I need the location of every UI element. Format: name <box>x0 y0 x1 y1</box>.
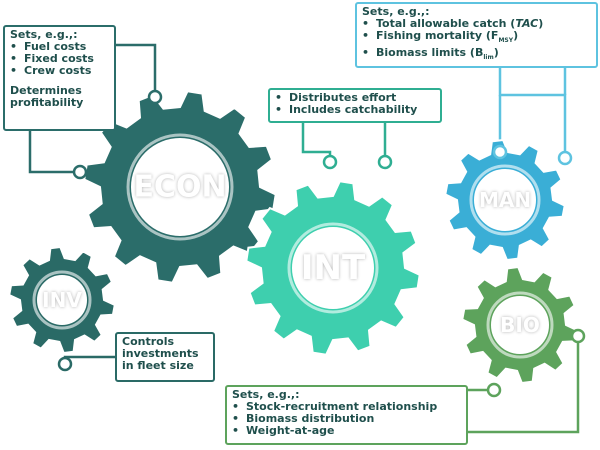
connector-line <box>63 355 115 362</box>
connector-dot <box>322 154 338 170</box>
gear-inv <box>8 245 116 355</box>
gear-ring-inv <box>32 270 92 330</box>
bio-heading: Sets, e.g.,: <box>232 388 300 401</box>
econ-note: Determines profitability <box>10 84 84 109</box>
bio-item: Biomass distribution <box>232 413 461 425</box>
econ-item: Fixed costs <box>10 53 109 65</box>
gear-label-man: MAN <box>478 188 532 212</box>
gear-int <box>245 180 421 356</box>
connector-dot <box>557 150 573 166</box>
man-heading: Sets, e.g.,: <box>362 5 430 18</box>
connector-line <box>468 338 580 434</box>
inv-text: Controls investments in fleet size <box>122 335 199 372</box>
bio-item: Weight-at-age <box>232 425 461 437</box>
text: Fishing mortality (F <box>376 29 499 42</box>
connector-dot <box>72 164 88 180</box>
bio-item: Stock-recruitment relationship <box>232 401 461 413</box>
gear-ring-man <box>469 164 541 236</box>
gear-bio <box>461 265 579 385</box>
gear-man <box>444 138 566 262</box>
gear-label-int: INT <box>300 248 366 288</box>
int-info-box: Distributes effortIncludes catchability <box>268 88 442 123</box>
econ-item: Crew costs <box>10 65 109 77</box>
econ-item: Fuel costs <box>10 41 109 53</box>
bio-info-box: Sets, e.g.,: Stock-recruitment relations… <box>225 385 468 445</box>
connector-line <box>498 68 567 158</box>
text: Total allowable catch ( <box>376 17 516 30</box>
connector-dot <box>57 356 73 372</box>
connector-dot <box>492 144 508 160</box>
text: Biomass limits (B <box>376 46 484 60</box>
text: lim <box>483 54 494 62</box>
text: ) <box>493 46 499 60</box>
gear-ring-bio <box>486 291 554 359</box>
gear-econ <box>83 90 277 284</box>
gear-ring-int <box>287 222 379 314</box>
text: ) <box>513 29 519 42</box>
man-info-box: Sets, e.g.,: Total allowable catch (TAC)… <box>355 2 598 68</box>
econ-info-box: Sets, e.g.,: Fuel costsFixed costsCrew c… <box>3 25 116 131</box>
connector-dot <box>486 382 502 398</box>
man-item: Total allowable catch (TAC) <box>362 18 591 30</box>
text: ) <box>538 17 544 30</box>
int-item: Distributes effort <box>275 92 435 104</box>
man-item: Fishing mortality (FMSY) <box>362 30 591 47</box>
gear-ring-econ <box>126 133 234 241</box>
econ-heading: Sets, e.g.,: <box>10 28 78 41</box>
int-item: Includes catchability <box>275 104 435 116</box>
gear-label-bio: BIO <box>500 313 540 337</box>
text: TAC <box>515 17 539 30</box>
connector-line <box>116 43 157 95</box>
connector-dot <box>377 154 393 170</box>
man-item: Biomass limits (Blim) <box>362 47 591 64</box>
connector-line <box>301 123 332 160</box>
gear-label-econ: ECON <box>133 169 227 205</box>
text: MSY <box>498 37 514 45</box>
connector-dot <box>570 328 586 344</box>
connector-dot <box>147 89 163 105</box>
inv-info-box: Controls investments in fleet size <box>115 332 215 382</box>
connector-line <box>28 131 78 174</box>
gear-label-inv: INV <box>42 288 82 312</box>
